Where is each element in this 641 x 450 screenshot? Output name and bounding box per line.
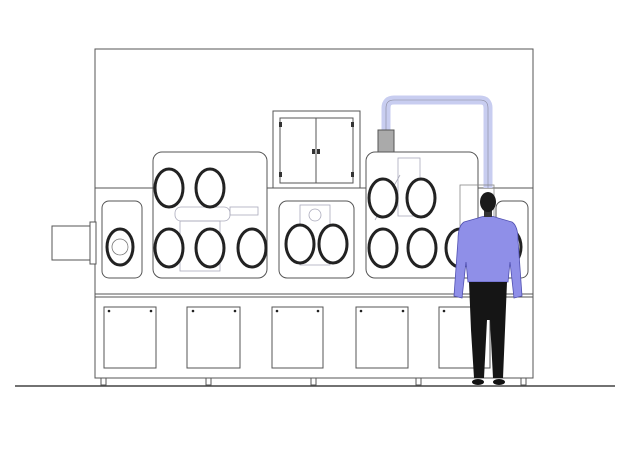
- glove-port: [317, 223, 349, 265]
- access-panel: [355, 306, 409, 369]
- side-cylinder: [51, 221, 97, 265]
- access-panel: [103, 306, 157, 369]
- shirt: [453, 215, 523, 299]
- glove-port: [406, 227, 438, 269]
- right-shoe: [493, 379, 505, 385]
- neck: [484, 210, 492, 217]
- human-figure: [453, 192, 523, 385]
- glove-port: [194, 227, 226, 269]
- left-shoe: [472, 379, 484, 385]
- glove-port: [236, 227, 268, 269]
- access-panel: [271, 306, 324, 369]
- access-panel: [186, 306, 241, 369]
- glove-port: [153, 227, 185, 269]
- glove-port: [367, 227, 399, 269]
- glove-port: [194, 167, 226, 209]
- pants: [469, 282, 507, 378]
- base-access-panels: [103, 306, 491, 369]
- head: [480, 192, 496, 212]
- glove-port: [284, 223, 316, 265]
- glove-port: [105, 227, 135, 267]
- glove-port: [367, 177, 399, 219]
- glove-port: [405, 177, 437, 219]
- leveling-feet: [100, 377, 527, 386]
- filter-housing: [377, 129, 395, 153]
- pipe: [377, 95, 493, 188]
- door-hinges: [279, 122, 354, 177]
- glove-port: [153, 167, 185, 209]
